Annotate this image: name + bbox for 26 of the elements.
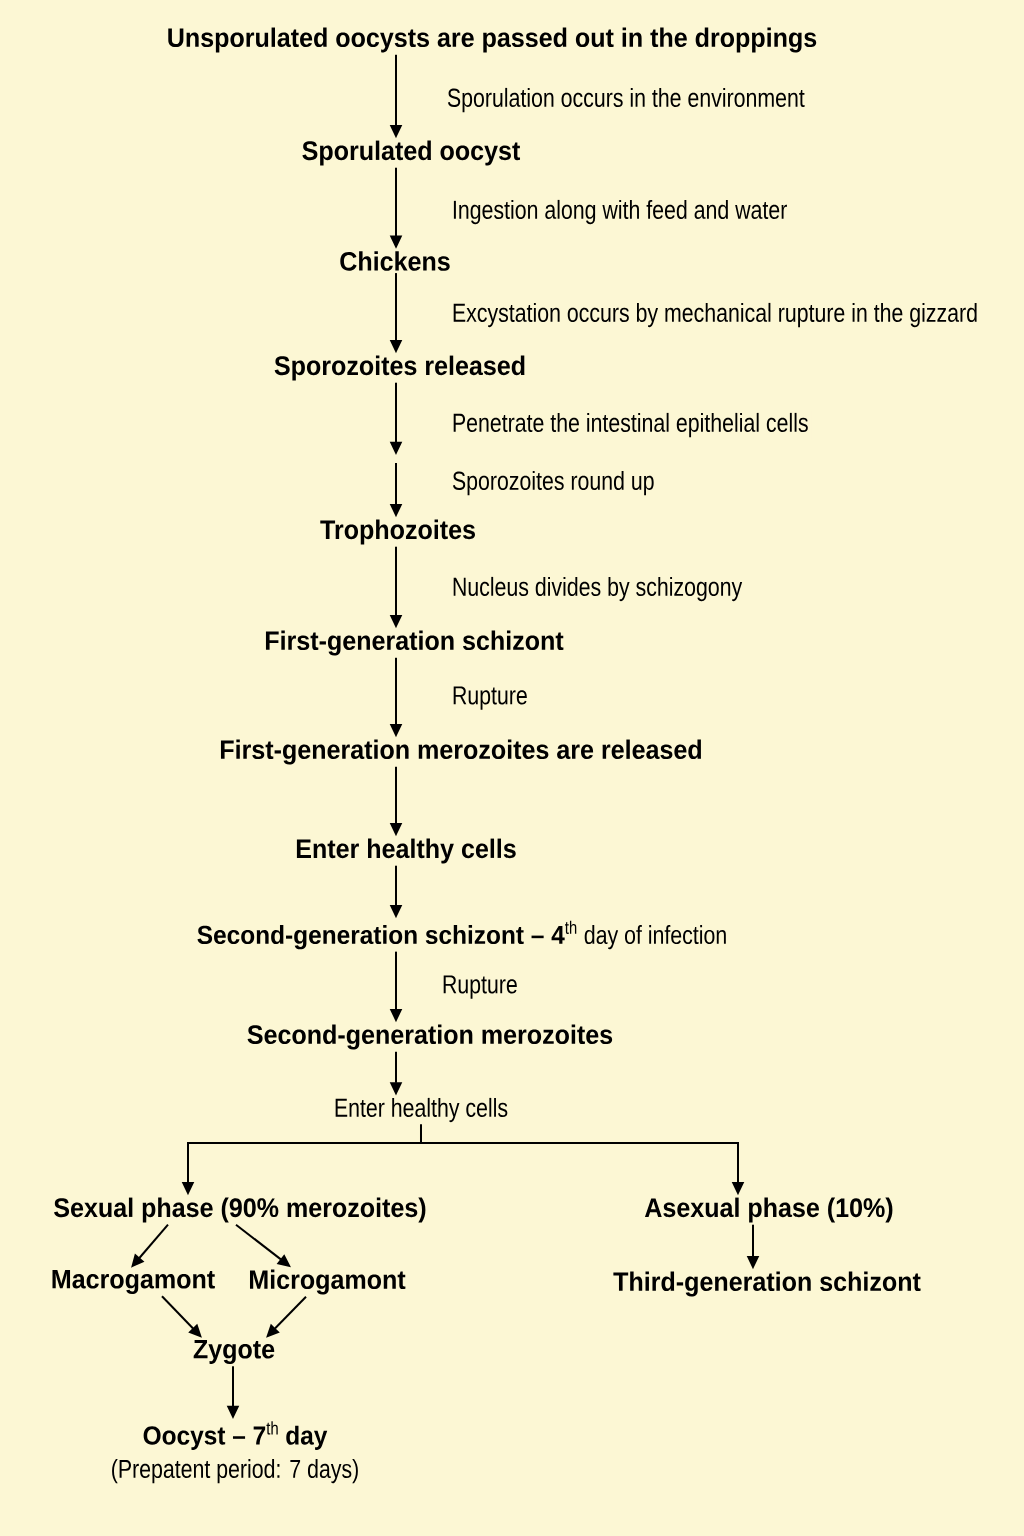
stage-label: Sexual phase (90% merozoites)	[54, 1197, 426, 1223]
stage-label: Macrogamont	[52, 1270, 215, 1294]
stage-label: Sporulated oocyst	[302, 140, 520, 166]
edge-label: Rupture	[449, 683, 531, 713]
stage-label: Sporozoites released	[274, 355, 525, 381]
stage-label: Enter healthy cells	[335, 1097, 508, 1123]
edge-label: Ingestion along with feed and water	[449, 197, 790, 227]
stage-label: Second-generation merozoites	[247, 1024, 613, 1050]
edge-label: Penetrate the intestinal epithelial cells	[449, 410, 812, 440]
stage-label: Second-generation schizont – 4$^{th}$ day of infection	[197, 920, 726, 950]
edge-label: Rupture	[439, 972, 521, 1002]
stage-label: Microgamont	[250, 1269, 406, 1295]
stage-label: Zygote	[193, 1340, 275, 1364]
stage-label: Enter healthy cells	[296, 838, 516, 864]
stage-label: First-generation merozoites are released	[220, 739, 701, 765]
edge-label: Sporozoites round up	[449, 468, 658, 498]
stage-label: Asexual phase (10%)	[644, 1197, 893, 1223]
stage-label: Third-generation schizont	[613, 1271, 921, 1297]
stage-label: Chickens	[340, 251, 450, 271]
stage-label: First-generation schizont	[265, 630, 564, 656]
edge-label: Sporulation occurs in the environment	[444, 85, 808, 115]
stage-label: Trophozoites	[320, 519, 475, 545]
stage-label: Unsporulated oocysts are passed out in the droppings	[168, 27, 817, 53]
edge-label: Excystation occurs by mechanical rupture in the gizzard	[449, 300, 981, 330]
edge-label: Nucleus divides by schizogony	[449, 574, 745, 604]
stage-label: Oocyst – 7$^{th}$ day (Prepatent period: 7 days)	[112, 1421, 358, 1484]
